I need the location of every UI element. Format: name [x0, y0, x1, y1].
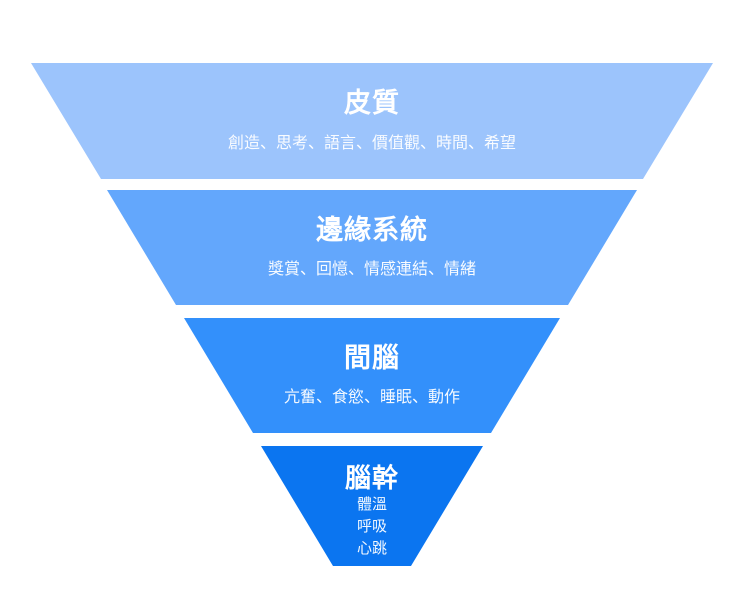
brainstem-line-breathing: 呼吸 — [356, 518, 387, 536]
segment-title-diencephalon: 間腦 — [344, 342, 400, 373]
funnel-segment-cortex: 皮質 創造、思考、語言、價值觀、時間、希望 — [31, 63, 713, 179]
segment-title-limbic-system: 邊緣系統 — [316, 214, 428, 245]
segment-title-cortex: 皮質 — [344, 88, 400, 119]
funnel-segment-diencephalon: 間腦 亢奮、食慾、睡眠、動作 — [184, 318, 560, 433]
segment-subtitle-cortex: 創造、思考、語言、價值觀、時間、希望 — [227, 134, 516, 152]
brainstem-line-temperature: 體溫 — [356, 496, 387, 514]
funnel-segment-brainstem: 腦幹 體溫 呼吸 心跳 — [261, 446, 483, 566]
segment-title-brainstem: 腦幹 — [344, 462, 399, 493]
funnel-segment-limbic-system: 邊緣系統 獎賞、回憶、情感連結、情緒 — [107, 190, 637, 305]
segment-subtitle-brainstem: 體溫 呼吸 心跳 — [357, 494, 387, 560]
segment-subtitle-diencephalon: 亢奮、食慾、睡眠、動作 — [283, 389, 460, 407]
brainstem-line-heartbeat: 心跳 — [356, 540, 387, 558]
segment-subtitle-limbic-system: 獎賞、回憶、情感連結、情緒 — [267, 261, 476, 279]
